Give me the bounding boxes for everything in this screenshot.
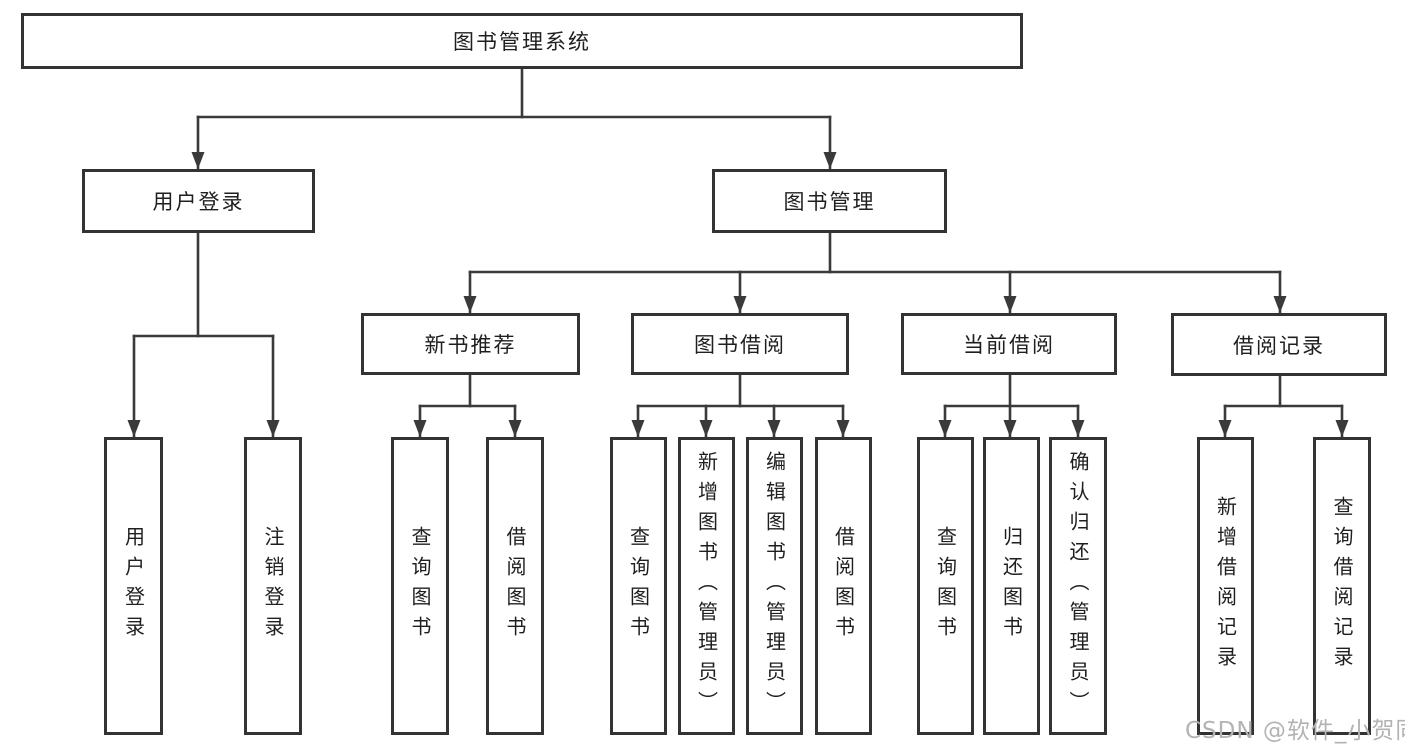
node-book-management: 图书管理 [712, 169, 947, 233]
leaf-query-books-under-borrowing: 查询图书 [610, 437, 667, 735]
leaf-add-books-admin: 新增图书（管理员） [678, 437, 735, 735]
node-new-book-recommendation: 新书推荐 [361, 313, 580, 375]
leaf-user-login: 用户登录 [104, 437, 163, 735]
leaf-confirm-return-admin: 确认归还（管理员） [1049, 437, 1107, 735]
node-borrowing-records: 借阅记录 [1171, 313, 1387, 376]
leaf-borrow-books-under-recommendation: 借阅图书 [486, 437, 544, 735]
node-user-login: 用户登录 [82, 169, 315, 233]
leaf-query-books-under-recommendation: 查询图书 [391, 437, 449, 735]
node-book-borrowing: 图书借阅 [631, 313, 849, 375]
node-library-management-system: 图书管理系统 [21, 13, 1023, 69]
leaf-query-borrowing-record: 查询借阅记录 [1313, 437, 1371, 735]
leaf-logout: 注销登录 [244, 437, 302, 735]
leaf-query-books-under-current: 查询图书 [917, 437, 974, 735]
leaf-return-books: 归还图书 [983, 437, 1040, 735]
leaf-add-borrowing-record: 新增借阅记录 [1197, 437, 1254, 735]
csdn-watermark: CSDN @软件_小贺同学 [1185, 718, 1405, 744]
leaf-borrow-books-under-borrowing: 借阅图书 [815, 437, 872, 735]
leaf-edit-books-admin: 编辑图书（管理员） [746, 437, 803, 735]
node-current-borrowing: 当前借阅 [901, 313, 1117, 375]
